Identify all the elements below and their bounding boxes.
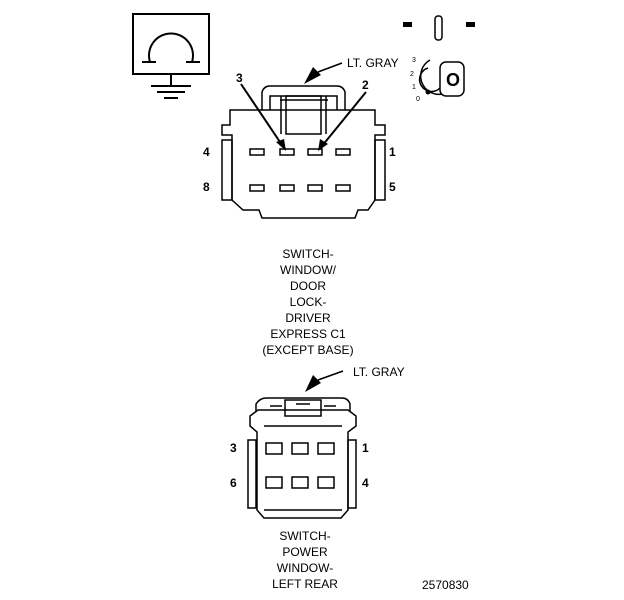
connector-1-callout-3: 3 [236,71,243,85]
connector-1-caption-line: LOCK- [290,295,327,309]
connector-1-pin-4: 4 [203,145,210,159]
connector-2-caption-line: POWER [282,545,328,559]
connector-2-color-label: LT. GRAY [353,365,405,379]
connector-2-caption: SWITCH- POWER WINDOW- LEFT REAR [272,529,338,591]
connector-2-pin-6: 6 [230,476,237,490]
connector-2 [247,397,357,519]
key-position-1: 1 [412,84,416,91]
connector-1-caption-line: (EXCEPT BASE) [262,343,353,357]
connector-2-caption-line: SWITCH- [279,529,330,543]
connector-2-caption-line: WINDOW- [277,561,333,575]
connector-1-callouts [240,62,367,151]
connector-1-pin-8: 8 [203,180,210,194]
key-position-2: 2 [410,71,414,78]
key-position-0: 0 [416,96,420,103]
key-position-3: 3 [412,57,416,64]
connector-2-pin-1: 1 [362,441,369,455]
connector-1-caption: SWITCH- WINDOW/ DOOR LOCK- DRIVER EXPRES… [262,247,353,357]
figure-id: 2570830 [422,578,469,592]
connector-2-callout [305,370,344,392]
connector-1-caption-line: SWITCH- [282,247,333,261]
ohm-meter-icon [132,13,210,99]
connector-1-callout-2: 2 [362,78,369,92]
connector-1-caption-line: WINDOW/ [280,263,337,277]
connector-1-caption-line: DOOR [290,279,326,293]
connector-2-caption-line: LEFT REAR [272,577,338,591]
connector-1-caption-line: EXPRESS C1 [270,327,346,341]
connector-2-pin-4: 4 [362,476,369,490]
connector-1 [221,85,386,219]
connector-1-pin-5: 5 [389,180,396,194]
connector-1-caption-line: DRIVER [285,311,331,325]
connector-2-pin-3: 3 [230,441,237,455]
connector-1-pin-1: 1 [389,145,396,159]
ignition-key-icon: O 3 2 1 0 [403,15,475,103]
key-label: O [446,70,460,90]
connector-1-color-label: LT. GRAY [347,56,399,70]
